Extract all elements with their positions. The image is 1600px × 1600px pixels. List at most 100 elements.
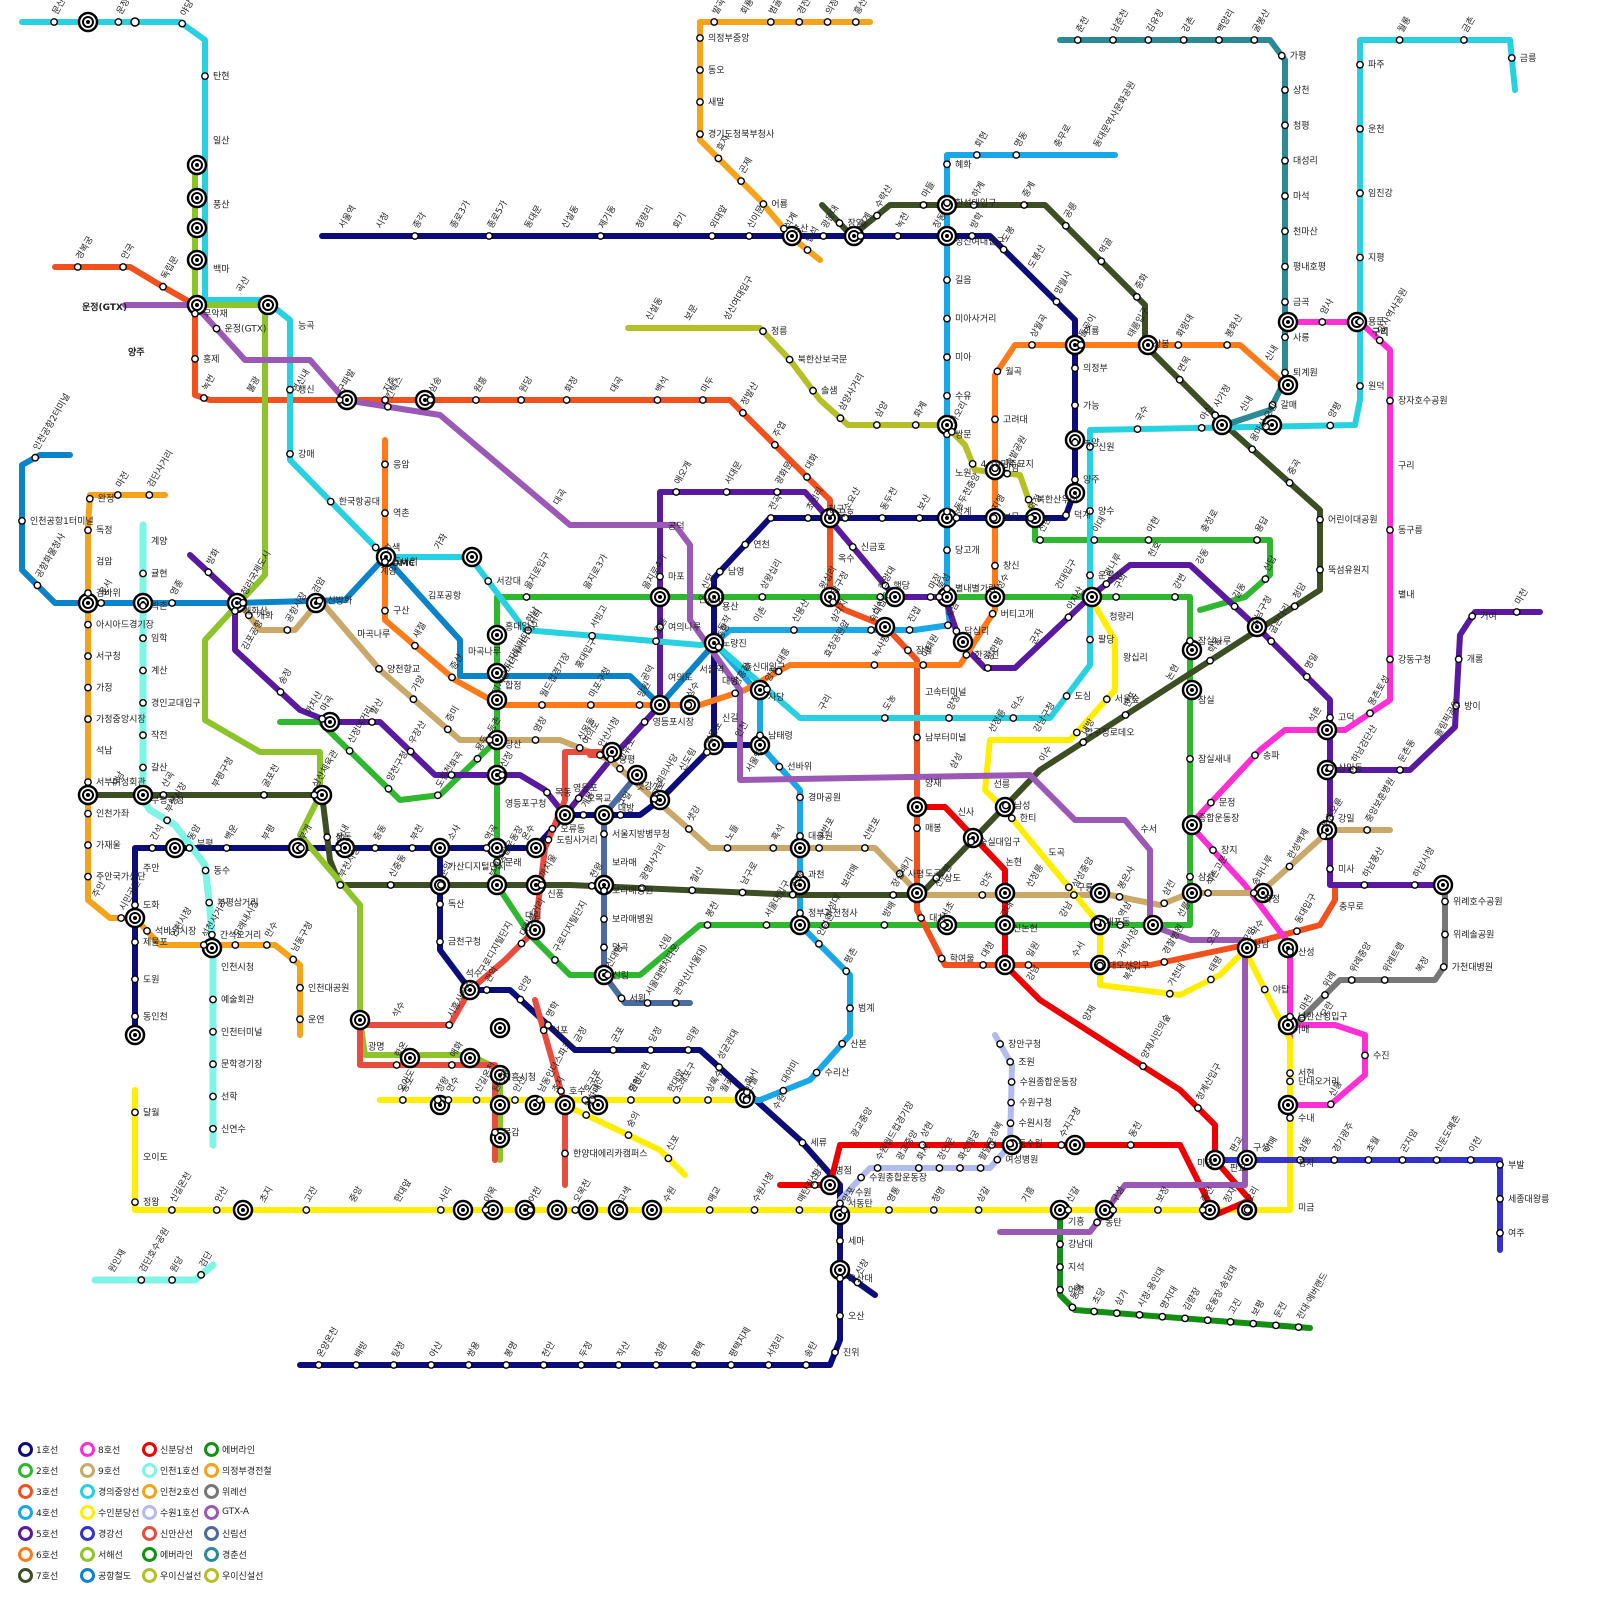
- station-marker[interactable]: [438, 882, 444, 888]
- station-marker[interactable]: [324, 834, 330, 840]
- station-marker[interactable]: [1357, 61, 1363, 67]
- station-marker[interactable]: [1053, 299, 1059, 305]
- station-marker[interactable]: [1140, 1063, 1146, 1069]
- station-marker[interactable]: [1357, 254, 1363, 260]
- station-marker[interactable]: [916, 1165, 922, 1171]
- station-marker[interactable]: [991, 515, 997, 521]
- station-marker[interactable]: [1442, 931, 1448, 937]
- station-marker[interactable]: [994, 368, 1000, 374]
- station-marker[interactable]: [992, 563, 998, 569]
- station-marker[interactable]: [427, 397, 433, 403]
- station-marker[interactable]: [1065, 1207, 1071, 1213]
- station-marker[interactable]: [946, 715, 952, 721]
- station-marker[interactable]: [697, 67, 703, 73]
- station-marker[interactable]: [617, 1207, 623, 1213]
- station-marker[interactable]: [697, 99, 703, 105]
- station-marker[interactable]: [115, 19, 121, 25]
- station-marker[interactable]: [1441, 964, 1447, 970]
- station-marker[interactable]: [445, 1097, 451, 1103]
- station-marker[interactable]: [284, 627, 290, 633]
- station-marker[interactable]: [1251, 890, 1257, 896]
- station-marker[interactable]: [1161, 959, 1167, 965]
- station-marker[interactable]: [19, 518, 25, 524]
- station-marker[interactable]: [140, 700, 146, 706]
- station-marker[interactable]: [523, 594, 529, 600]
- station-marker[interactable]: [628, 1097, 634, 1103]
- station-marker[interactable]: [953, 628, 959, 634]
- transfer-station-marker[interactable]: [79, 13, 97, 31]
- station-marker[interactable]: [140, 635, 146, 641]
- station-marker[interactable]: [1199, 425, 1205, 431]
- transfer-station-marker[interactable]: [1279, 313, 1297, 331]
- station-marker[interactable]: [850, 544, 856, 550]
- station-marker[interactable]: [862, 845, 868, 851]
- transfer-station-marker[interactable]: [131, 18, 139, 26]
- station-marker[interactable]: [653, 1362, 659, 1368]
- station-marker[interactable]: [1069, 1304, 1075, 1310]
- station-marker[interactable]: [337, 882, 343, 888]
- station-marker[interactable]: [261, 792, 267, 798]
- station-marker[interactable]: [882, 715, 888, 721]
- station-marker[interactable]: [1497, 1162, 1503, 1168]
- station-marker[interactable]: [1497, 1196, 1503, 1202]
- station-marker[interactable]: [1468, 1157, 1474, 1163]
- station-marker[interactable]: [625, 1132, 631, 1138]
- transfer-station-marker[interactable]: [188, 251, 206, 269]
- station-marker[interactable]: [732, 690, 738, 696]
- station-marker[interactable]: [1013, 152, 1019, 158]
- station-marker[interactable]: [1282, 263, 1288, 269]
- station-marker[interactable]: [804, 474, 810, 480]
- station-marker[interactable]: [485, 578, 491, 584]
- station-marker[interactable]: [140, 732, 146, 738]
- station-marker[interactable]: [391, 1362, 397, 1368]
- station-marker[interactable]: [132, 939, 138, 945]
- station-marker[interactable]: [824, 19, 830, 25]
- station-marker[interactable]: [192, 356, 198, 362]
- station-marker[interactable]: [474, 756, 480, 762]
- station-marker[interactable]: [388, 882, 394, 888]
- station-marker[interactable]: [944, 354, 950, 360]
- station-marker[interactable]: [939, 955, 945, 961]
- station-marker[interactable]: [1349, 977, 1355, 983]
- station-marker[interactable]: [297, 985, 303, 991]
- station-marker[interactable]: [879, 515, 885, 521]
- transfer-station-marker[interactable]: [134, 786, 152, 804]
- station-marker[interactable]: [483, 845, 489, 851]
- station-marker[interactable]: [316, 1362, 322, 1368]
- transfer-station-marker[interactable]: [595, 806, 613, 824]
- station-marker[interactable]: [1207, 658, 1213, 664]
- station-marker[interactable]: [1122, 712, 1128, 718]
- station-marker[interactable]: [837, 1238, 843, 1244]
- transfer-station-marker[interactable]: [579, 1201, 597, 1219]
- station-marker[interactable]: [1412, 882, 1418, 888]
- station-marker[interactable]: [240, 600, 246, 606]
- station-marker[interactable]: [1361, 882, 1367, 888]
- station-marker[interactable]: [1399, 1157, 1405, 1163]
- transfer-station-marker[interactable]: [79, 786, 97, 804]
- station-marker[interactable]: [610, 1047, 616, 1053]
- station-marker[interactable]: [816, 941, 822, 947]
- station-marker[interactable]: [764, 686, 770, 692]
- station-marker[interactable]: [232, 608, 238, 614]
- station-marker[interactable]: [353, 1362, 359, 1368]
- station-marker[interactable]: [653, 638, 659, 644]
- transfer-station-marker[interactable]: [1434, 876, 1452, 894]
- station-marker[interactable]: [1286, 863, 1292, 869]
- station-marker[interactable]: [549, 826, 555, 832]
- station-marker[interactable]: [537, 1097, 543, 1103]
- station-marker[interactable]: [319, 716, 325, 722]
- station-marker[interactable]: [803, 1362, 809, 1368]
- station-marker[interactable]: [847, 1005, 853, 1011]
- transfer-station-marker[interactable]: [126, 1026, 144, 1044]
- station-marker[interactable]: [232, 942, 238, 948]
- station-marker[interactable]: [169, 1207, 175, 1213]
- station-marker[interactable]: [1072, 439, 1078, 445]
- station-marker[interactable]: [1008, 1099, 1014, 1105]
- station-marker[interactable]: [138, 1277, 144, 1283]
- station-marker[interactable]: [797, 794, 803, 800]
- station-marker[interactable]: [707, 1207, 713, 1213]
- transfer-station-marker[interactable]: [996, 956, 1014, 974]
- station-marker[interactable]: [1461, 37, 1467, 43]
- station-marker[interactable]: [1021, 202, 1027, 208]
- station-marker[interactable]: [400, 1097, 406, 1103]
